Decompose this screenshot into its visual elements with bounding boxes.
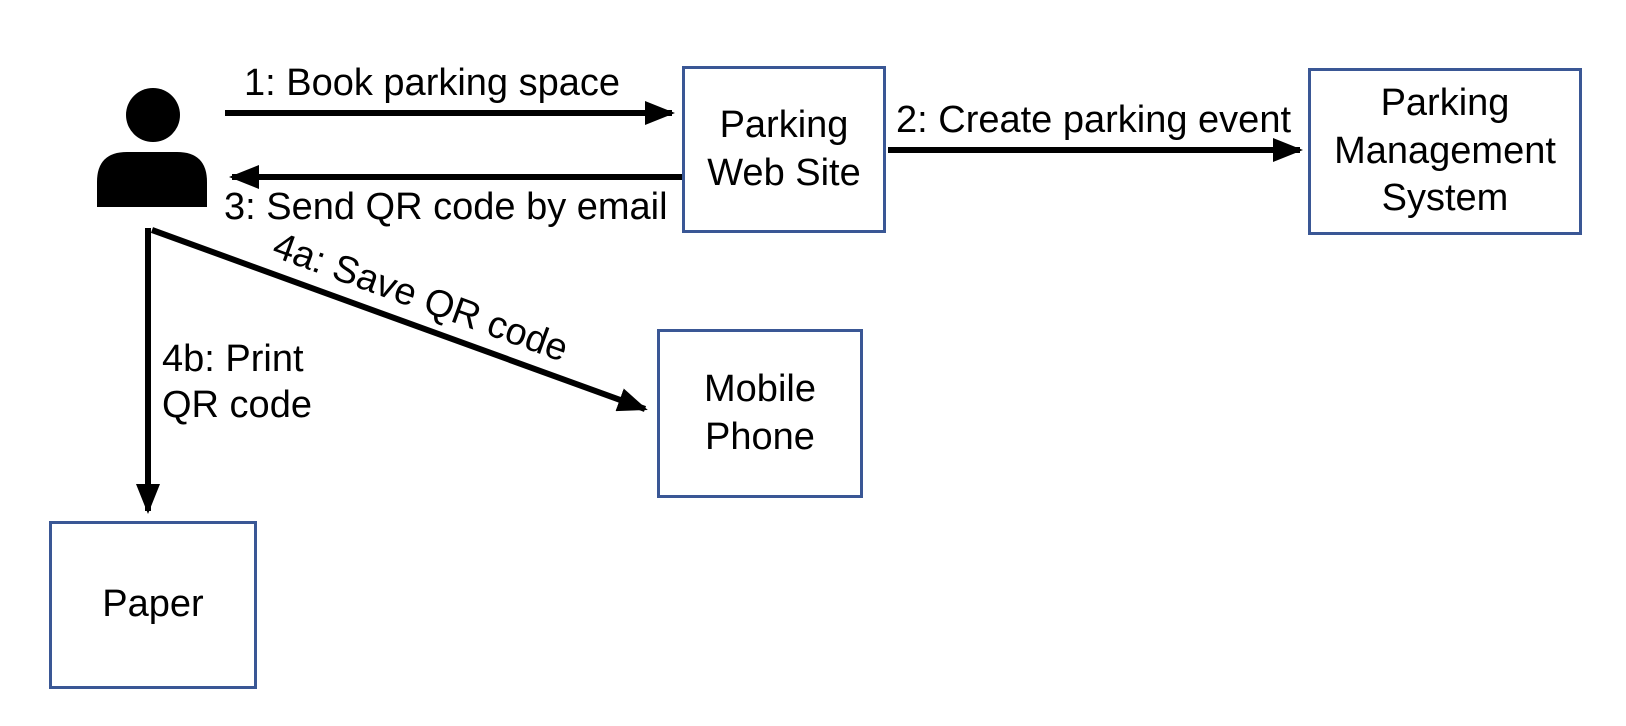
node-paper: Paper (49, 521, 257, 689)
message-label-create-parking-event: 2: Create parking event (896, 99, 1292, 141)
message-label-print-qr-code: 4b: Print QR code (162, 338, 312, 427)
node-parking-management-system: Parking Management System (1308, 68, 1582, 235)
message-label-send-qr-code-by-email: 3: Send QR code by email (224, 186, 668, 228)
message-label-save-qr-code: 4a: Save QR code (267, 224, 574, 371)
node-parking-web-site: Parking Web Site (682, 66, 886, 233)
node-mobile-phone: Mobile Phone (657, 329, 863, 498)
message-label-book-parking-space: 1: Book parking space (244, 62, 621, 104)
person-icon (97, 88, 207, 207)
